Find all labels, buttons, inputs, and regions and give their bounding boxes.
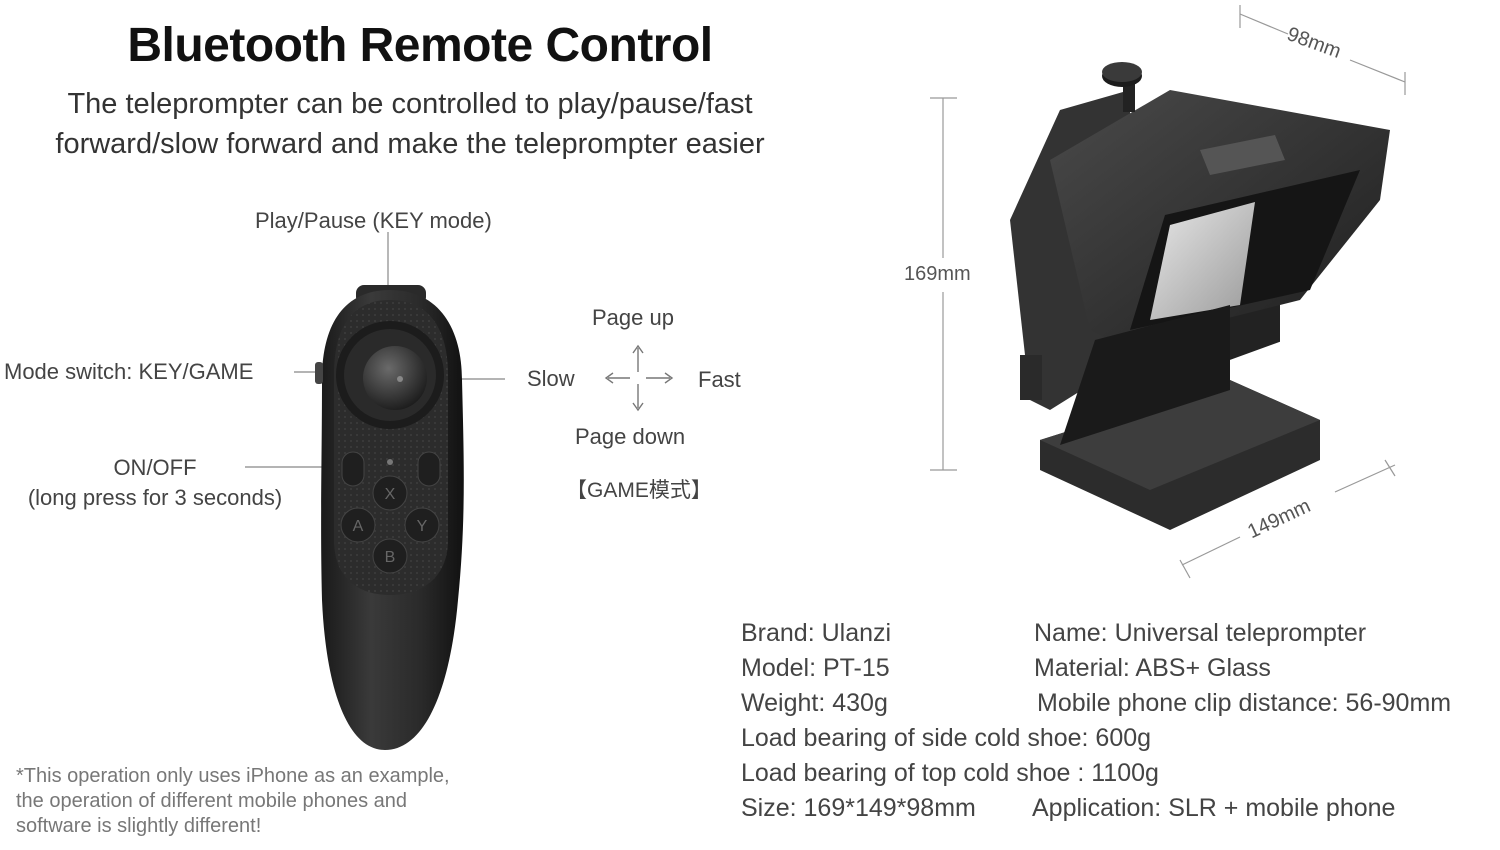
spec-size: Size: 169*149*98mm <box>741 794 976 822</box>
label-mode-switch: Mode switch: KEY/GAME <box>4 359 254 384</box>
remote-illustration: X A Y B <box>245 232 505 750</box>
button-a <box>340 507 376 543</box>
spec-name: Name: Universal teleprompter <box>1034 619 1367 647</box>
label-page-up: Page up <box>592 305 674 330</box>
page-title: Bluetooth Remote Control <box>127 19 713 72</box>
footnote-line-3: software is slightly different! <box>16 815 262 837</box>
knob-stem <box>1123 82 1135 112</box>
mode-switch <box>315 362 323 384</box>
spec-clip-distance: Mobile phone clip distance: 56-90mm <box>1037 689 1452 717</box>
spec-side-shoe: Load bearing of side cold shoe: 600g <box>741 724 1152 752</box>
label-on-off-line2: (long press for 3 seconds) <box>27 485 283 510</box>
glass-panel <box>1150 202 1255 320</box>
button-b <box>372 538 408 574</box>
footnote-line-2: the operation of different mobile phones… <box>16 790 408 812</box>
button-x <box>372 475 408 511</box>
spec-material: Material: ABS+ Glass <box>1034 654 1271 682</box>
label-game-mode: 【GAME模式】 <box>566 479 712 502</box>
top-cold-shoe <box>1200 135 1285 175</box>
spec-brand: Brand: Ulanzi <box>741 619 892 647</box>
side-cold-shoe <box>1020 355 1042 400</box>
base-plate-top <box>1040 380 1320 490</box>
button-y-label: Y <box>417 518 428 535</box>
joystick-cap <box>363 346 427 410</box>
button-x-label: X <box>385 486 396 503</box>
foam-pad <box>1060 305 1230 445</box>
label-page-down: Page down <box>575 424 686 449</box>
label-fast: Fast <box>698 367 741 392</box>
spec-application: Application: SLR + mobile phone <box>1032 794 1396 822</box>
button-a-label: A <box>353 518 364 535</box>
button-b-label: B <box>385 549 396 566</box>
footnote: *This operation only uses iPhone as an e… <box>16 764 536 839</box>
label-slow: Slow <box>527 366 575 391</box>
joystick-center-dot <box>397 376 403 382</box>
subtitle-line-1: The teleprompter can be controlled to pl… <box>67 88 753 120</box>
teleprompter-illustration <box>930 5 1406 579</box>
status-led <box>387 459 393 465</box>
footnote-line-1: *This operation only uses iPhone as an e… <box>16 765 450 787</box>
dimension-height: 169mm <box>904 263 971 285</box>
subtitle-line-2: forward/slow forward and make the telepr… <box>55 128 765 160</box>
spec-weight: Weight: 430g <box>741 689 888 717</box>
menu-button <box>417 451 441 487</box>
label-on-off: ON/OFF (long press for 3 seconds) <box>0 455 310 511</box>
button-y <box>404 507 440 543</box>
spec-top-shoe: Load bearing of top cold shoe : 1100g <box>741 759 1159 787</box>
power-button <box>341 451 365 487</box>
spec-model: Model: PT-15 <box>741 654 890 682</box>
direction-arrows-icon <box>604 344 674 412</box>
page-subtitle: The teleprompter can be controlled to pl… <box>0 84 820 164</box>
label-on-off-line1: ON/OFF <box>113 455 197 480</box>
label-play-pause: Play/Pause (KEY mode) <box>255 208 492 233</box>
